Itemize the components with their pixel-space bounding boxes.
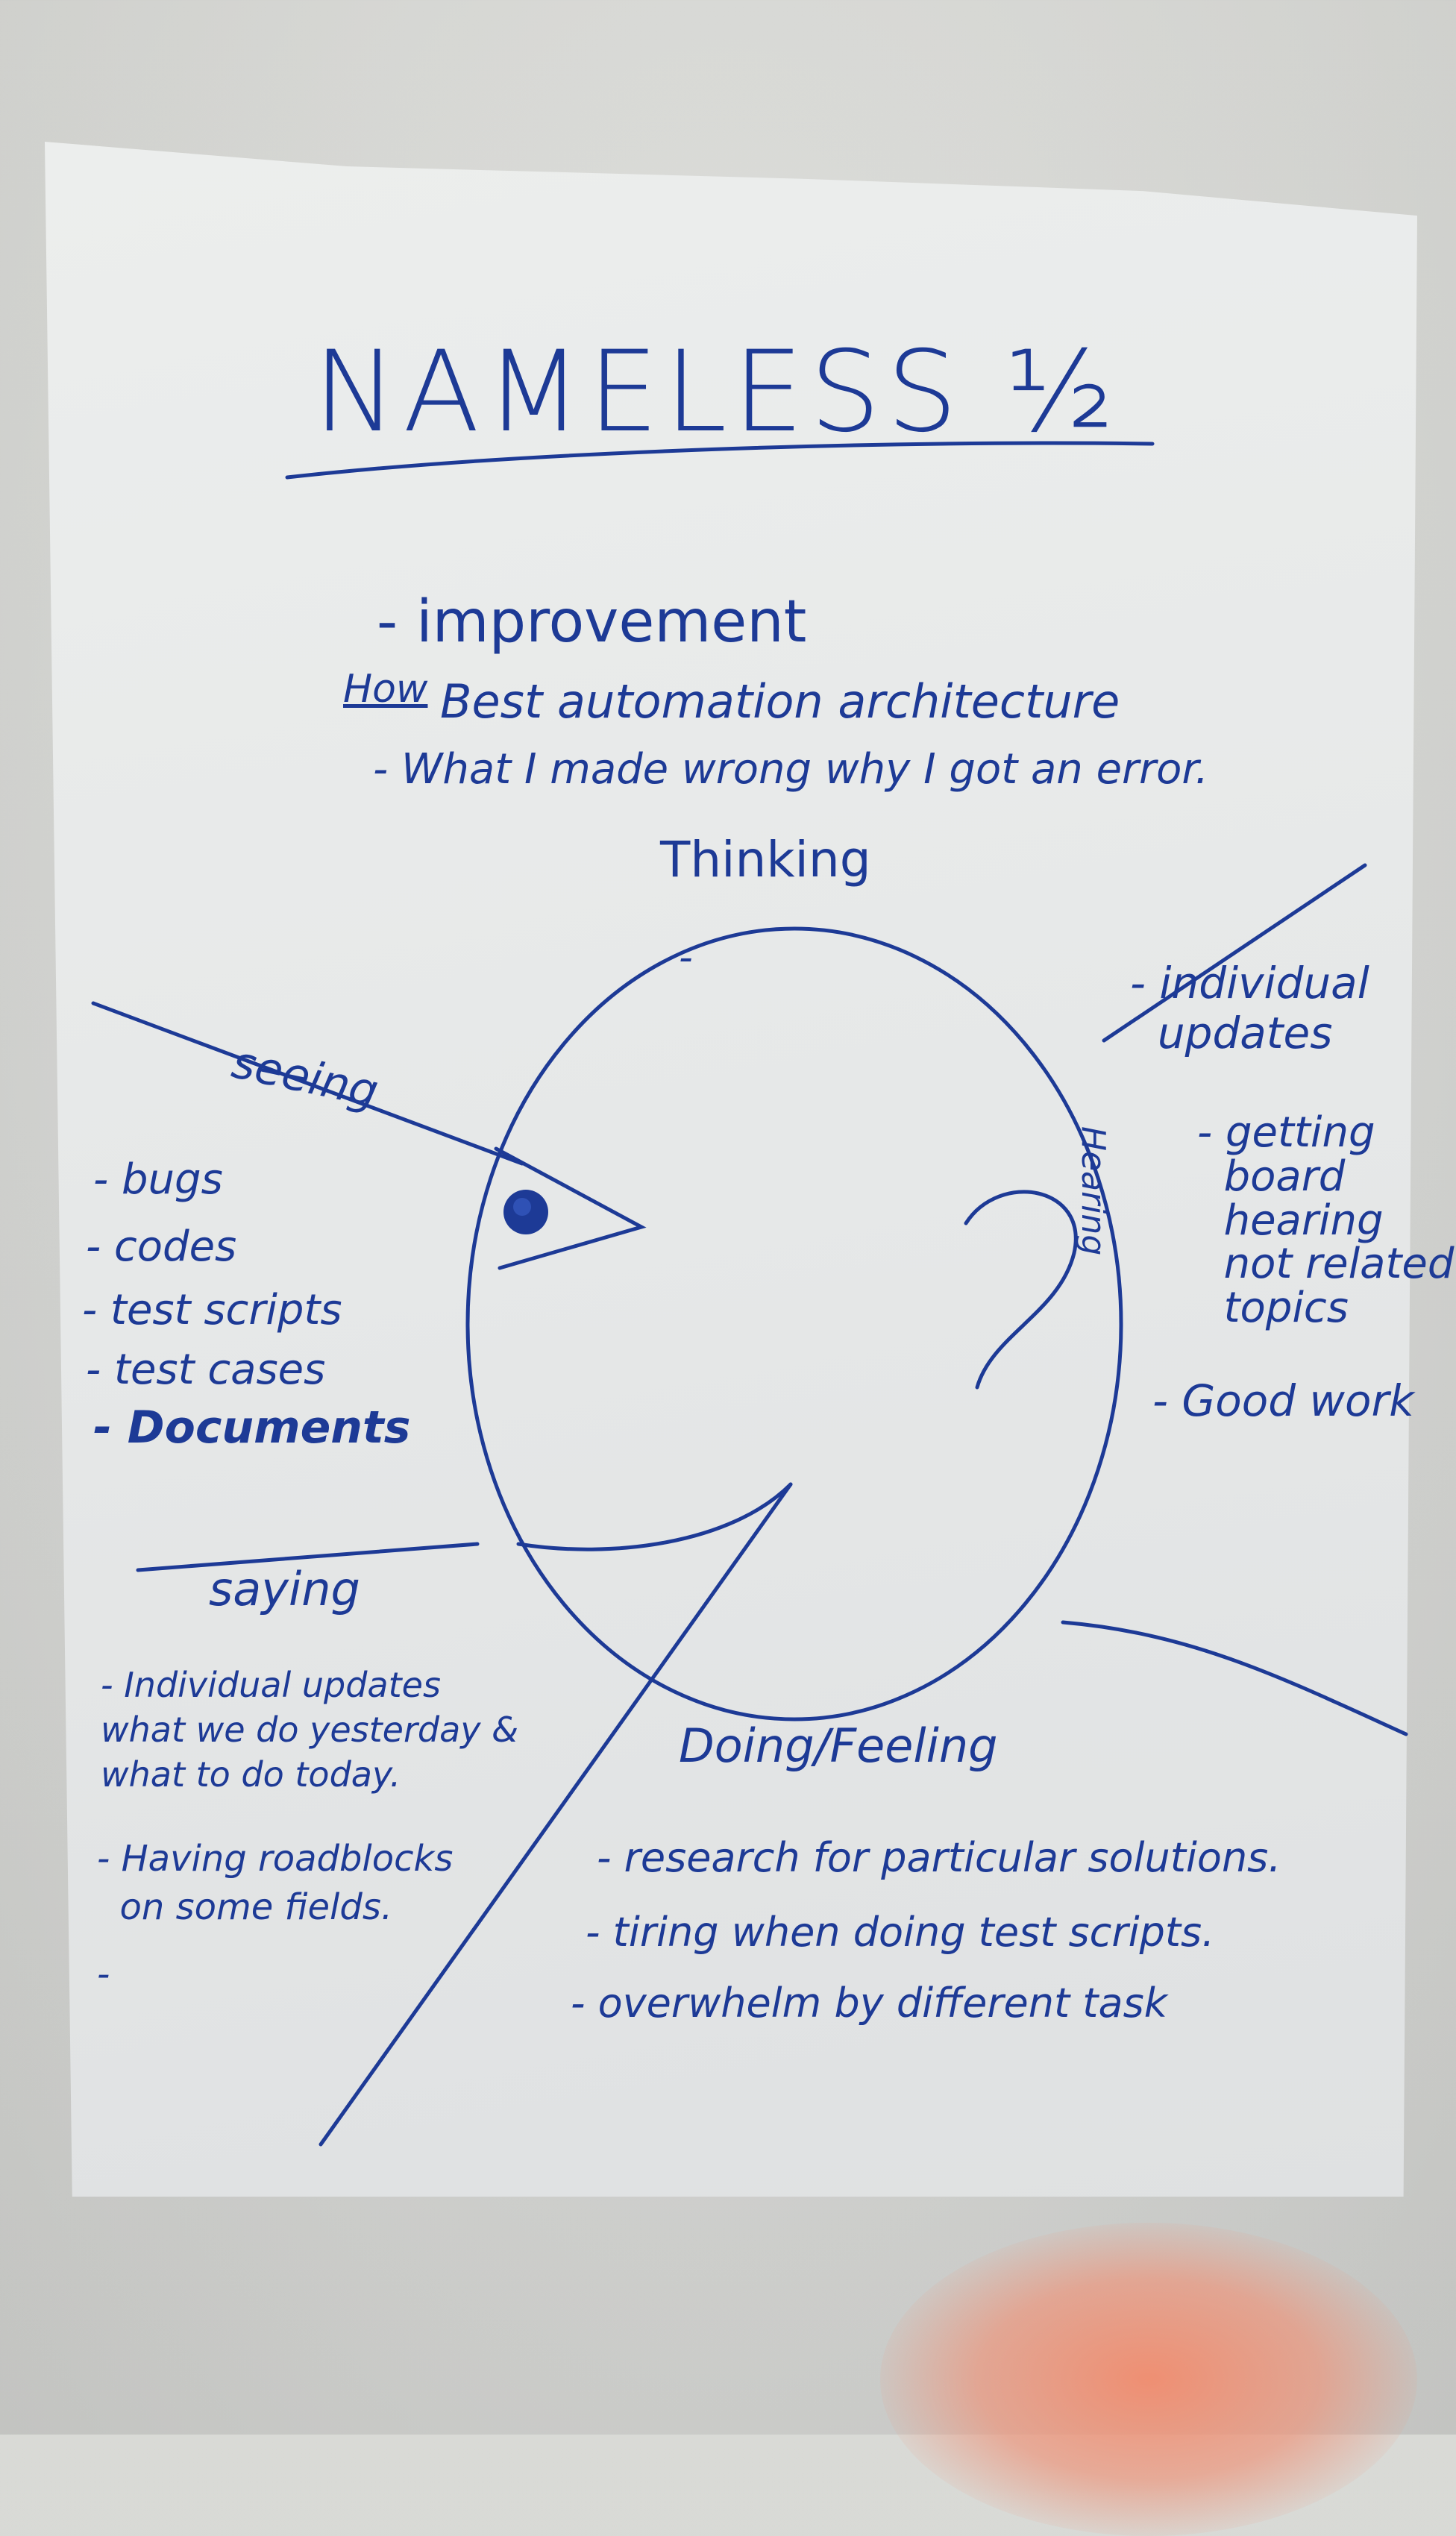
camera-glare	[880, 2223, 1417, 2536]
doing-feeling-item: - research for particular solutions.	[597, 1834, 1281, 1881]
hearing-item: - individual updates	[1130, 958, 1369, 1058]
eye-shape	[494, 1146, 647, 1270]
divider-bottom-right	[1061, 1620, 1408, 1736]
divider-bottom-left	[318, 1482, 793, 2147]
divider-left	[136, 1542, 480, 1572]
seeing-item: - test cases	[86, 1346, 326, 1394]
title-underline	[285, 441, 1155, 480]
page-title: NAMELESS ½	[313, 327, 1120, 457]
seeing-item: - codes	[86, 1223, 237, 1271]
seeing-item: - bugs	[93, 1155, 223, 1204]
hearing-item: - getting board hearing not related topi…	[1197, 1108, 1455, 1333]
saying-item: - Having roadblocks on some fields.	[97, 1838, 454, 1928]
ear-shape	[964, 1190, 1078, 1390]
seeing-item: - test scripts	[82, 1286, 342, 1334]
hearing-item: - Good work	[1152, 1375, 1414, 1426]
thinking-item: -	[679, 935, 693, 980]
doing-feeling-item: - tiring when doing test scripts.	[586, 1909, 1215, 1956]
seeing-item: - Documents	[93, 1402, 411, 1454]
mouth-line	[516, 1482, 793, 1551]
top-note-1: - improvement	[377, 589, 807, 656]
divider-top-left	[91, 1001, 524, 1166]
head-circle	[465, 926, 1123, 1721]
hearing-label: Hearing	[1074, 1126, 1112, 1256]
how-label: How	[343, 667, 428, 712]
saying-label: saying	[209, 1562, 360, 1616]
saying-item: - Individual updates what we do yesterda…	[101, 1665, 518, 1795]
top-note-3: - What I made wrong why I got an error.	[373, 745, 1209, 794]
flipchart-paper	[45, 142, 1417, 2197]
saying-item: -	[97, 1953, 110, 1995]
empathy-map-drawing	[91, 441, 1408, 2147]
top-note-2: Best automation architecture	[440, 674, 1120, 729]
divider-top-right	[1102, 863, 1367, 1043]
doing-feeling-item: - overwhelm by different task	[571, 1980, 1167, 2027]
thinking-label: Thinking	[660, 831, 871, 888]
doing-feeling-label: Doing/Feeling	[679, 1719, 998, 1773]
